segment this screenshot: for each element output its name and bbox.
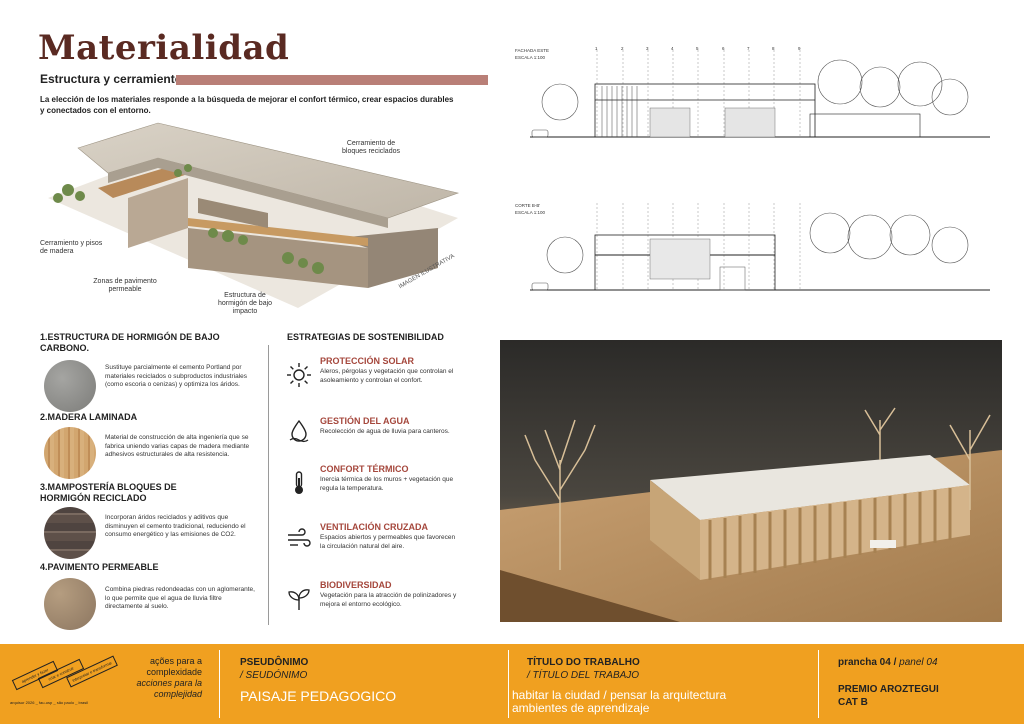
material-3-title: 3.MAMPOSTERÍA BLOQUES DE HORMIGÓN RECICL…	[40, 482, 177, 503]
callout-permeable-paving: Zonas de pavimento permeable	[93, 278, 157, 293]
sus-2-text: Recolección de agua de lluvia para cante…	[320, 428, 450, 435]
arquisur-logo: aprender y fazer criar e construir inter…	[8, 652, 118, 712]
prize-category: CAT B	[838, 697, 868, 708]
wind-icon	[288, 528, 311, 547]
concrete-swatch	[44, 360, 96, 412]
material-1-text: Sustituye parcialmente el cemento Portla…	[105, 364, 247, 388]
sus-4-title: VENTILACIÓN CRUZADA	[320, 522, 428, 532]
sus-5-title: BIODIVERSIDAD	[320, 580, 392, 590]
work-title-line-2: ambientes de aprendizaje	[512, 701, 650, 715]
program-line-2: complexidade	[146, 667, 202, 677]
footer-divider-3	[818, 650, 819, 718]
column-divider	[268, 345, 269, 625]
thermometer-icon	[295, 471, 303, 494]
section-subtitle: Estructura y cerramiento	[40, 72, 183, 86]
sus-1-title: PROTECCIÓN SOLAR	[320, 356, 415, 366]
section-drawing	[530, 203, 990, 291]
logo-credit: arquisur 2026 _ fau-usp _ são paulo _ br…	[10, 700, 89, 705]
sus-3-title: CONFORT TÉRMICO	[320, 464, 409, 474]
panel-number: prancha 04 / panel 04	[838, 657, 938, 668]
pseudonym-label-es: / SEUDÓNIMO	[240, 670, 308, 681]
program-line-4: complejidad	[153, 689, 202, 699]
laminated-wood-swatch	[44, 427, 96, 479]
material-1-title: 1.ESTRUCTURA DE HORMIGÓN DE BAJO CARBONO…	[40, 332, 220, 353]
page-title: Materialidad	[38, 28, 290, 68]
program-line-3: acciones para la	[136, 678, 202, 688]
footer-bar	[0, 644, 1024, 724]
work-title-label-pt: TÍTULO DO TRABALHO	[527, 657, 640, 668]
axis-number-9: 9	[798, 46, 801, 51]
sun-icon	[287, 363, 311, 387]
axonometric-illustration	[38, 118, 498, 328]
footer-divider-1	[219, 650, 220, 718]
program-line-1: ações para a	[149, 656, 202, 666]
work-title-label-es: / TÍTULO DEL TRABAJO	[527, 670, 640, 681]
elevation-label: FACHADA ESTE	[515, 48, 550, 53]
recycled-block-swatch	[44, 507, 96, 559]
sus-4-text: Espacios abiertos y permeables que favor…	[320, 534, 456, 550]
material-2-title: 2.MADERA LAMINADA	[40, 412, 138, 422]
prize-name: PREMIO AROZTEGUI	[838, 684, 939, 695]
axis-number-5: 5	[696, 46, 699, 51]
callout-recycled-blocks: Cerramiento de bloques reciclados	[342, 140, 400, 155]
material-2-text: Material de construcción de alta ingenie…	[105, 434, 250, 458]
callout-wood-cladding: Cerramiento y pisos de madera	[40, 240, 103, 255]
footer-divider-2	[508, 650, 509, 718]
program-title: ações para a complexidade acciones para …	[120, 656, 202, 700]
axis-number-3: 3	[646, 46, 649, 51]
section-scale: ESCALA 1:100	[515, 210, 546, 215]
axis-number-7: 7	[747, 46, 750, 51]
axis-number-4: 4	[671, 46, 674, 51]
sus-2-title: GESTIÓN DEL AGUA	[320, 416, 410, 426]
section-label: CORTE B-B'	[515, 203, 541, 208]
axis-number-2: 2	[621, 46, 624, 51]
pseudonym-label-pt: PSEUDÔNIMO	[240, 657, 309, 668]
panel-number-es: panel 04	[899, 657, 938, 668]
pseudonym-value: PAISAJE PEDAGOGICO	[240, 688, 397, 704]
callout-low-impact-structure: Estructura de hormigón de bajo impacto	[217, 292, 273, 315]
sus-1-text: Aleros, pérgolas y vegetación que contro…	[320, 368, 454, 384]
material-3-text: Incorporan áridos reciclados y aditivos …	[105, 514, 246, 538]
sprout-icon	[288, 589, 310, 610]
sus-5-text: Vegetación para la atracción de poliniza…	[320, 592, 457, 608]
axis-number-6: 6	[722, 46, 725, 51]
model-photograph	[500, 340, 1002, 622]
material-4-title: 4.PAVIMENTO PERMEABLE	[40, 562, 159, 572]
elevation-scale: ESCALA 1:100	[515, 55, 546, 60]
intro-paragraph: La elección de los materiales responde a…	[40, 95, 454, 115]
sustainability-heading: ESTRATEGIAS DE SOSTENIBILIDAD	[287, 332, 444, 342]
permeable-paving-swatch	[44, 578, 96, 630]
axis-number-8: 8	[772, 46, 775, 51]
east-elevation-drawing	[530, 50, 990, 138]
material-4-text: Combina piedras redondeadas con un aglom…	[105, 586, 255, 610]
subtitle-accent-bar	[176, 75, 488, 85]
water-drop-icon	[289, 419, 309, 443]
panel-number-pt: prancha 04 /	[838, 657, 897, 668]
sus-3-text: Inercia térmica de los muros + vegetació…	[320, 476, 454, 492]
work-title-line-1: habitar la ciudad / pensar la arquitectu…	[512, 688, 727, 702]
axis-number-1: 1	[595, 46, 598, 51]
